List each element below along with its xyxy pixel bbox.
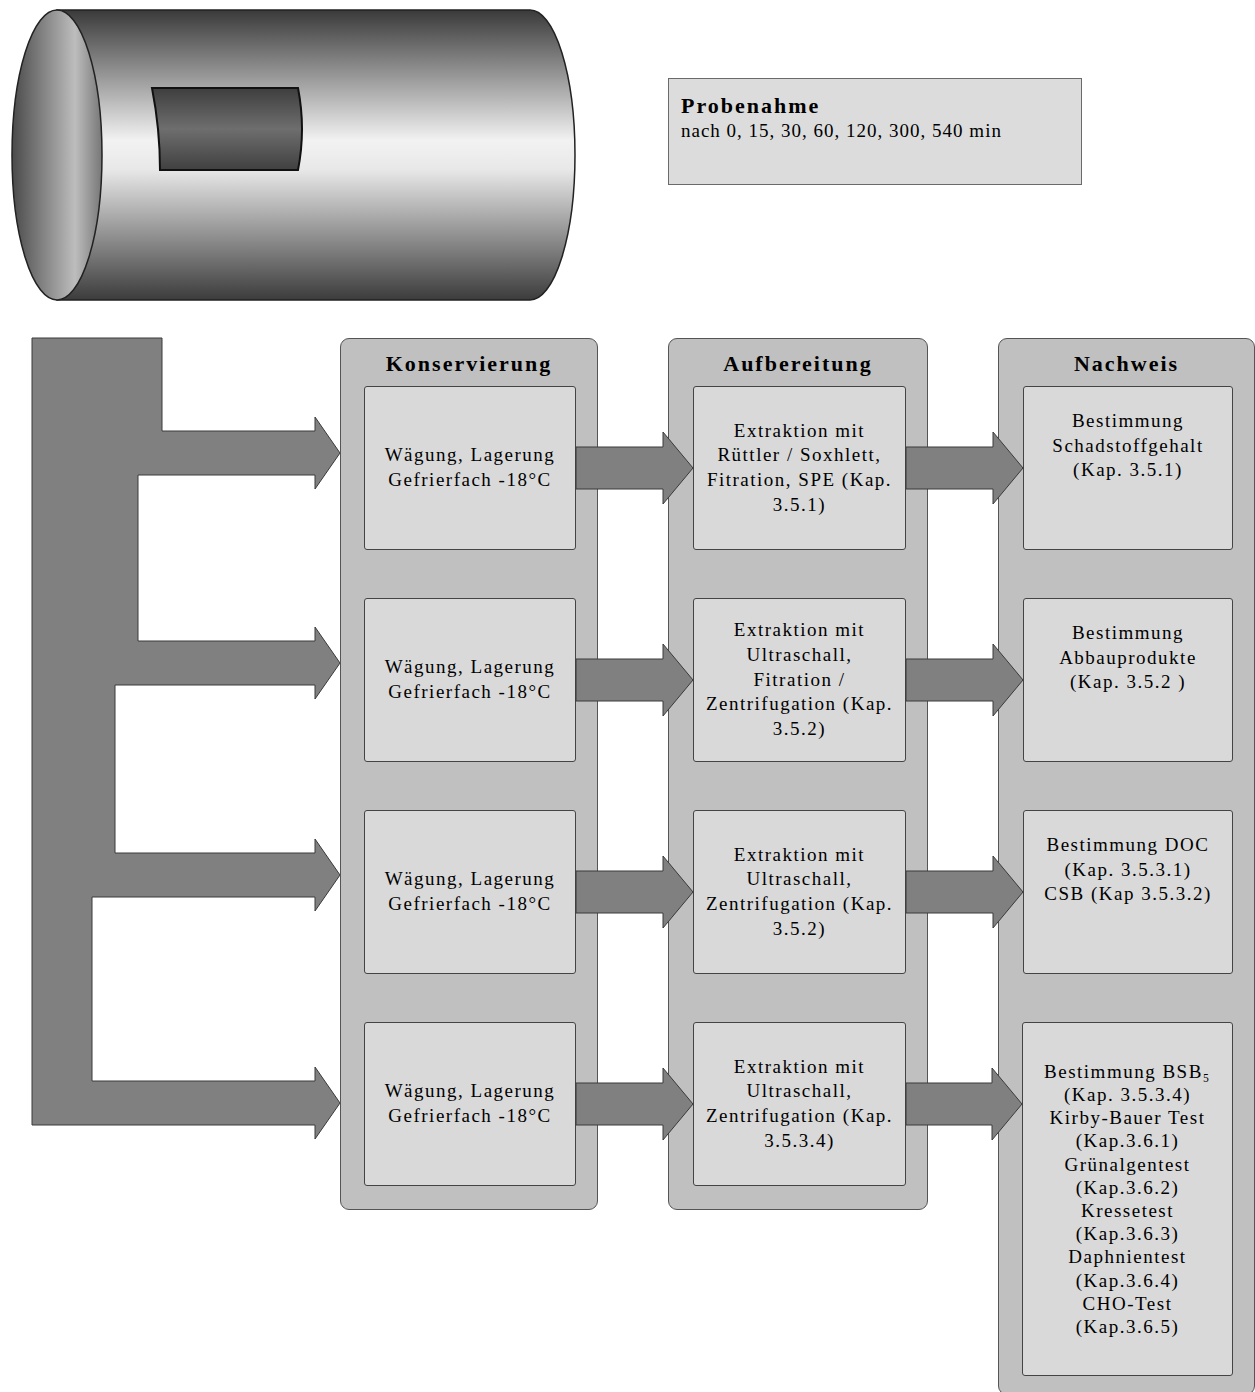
box-text: Bestimmung Schadstoffgehalt (Kap. 3.5.1) [1034, 409, 1222, 483]
box-text: Extraktion mit Ultraschall, Zentrifugati… [704, 1055, 895, 1154]
box-text: CSB (Kap 3.5.3.2) [1034, 882, 1222, 907]
process-box: Wägung, Lagerung Gefrierfach -18°C [364, 598, 576, 762]
box-text: Wägung, Lagerung Gefrierfach -18°C [375, 1079, 565, 1128]
box-text: Kressetest (Kap.3.6.3) [1033, 1199, 1222, 1245]
process-box: Wägung, Lagerung Gefrierfach -18°C [364, 810, 576, 974]
panel-heading: Nachweis [999, 339, 1254, 377]
box-text: Wägung, Lagerung Gefrierfach -18°C [375, 655, 565, 704]
stage-panel: NachweisBestimmung Schadstoffgehalt (Kap… [998, 338, 1255, 1392]
block-arrow [906, 1068, 1022, 1140]
process-box: Extraktion mit Ultraschall, Fitration / … [693, 598, 906, 762]
process-box: Extraktion mit Rüttler / Soxhlett, Fitra… [693, 386, 906, 550]
box-text: Bestimmung DOC (Kap. 3.5.3.1) [1034, 833, 1222, 882]
stage-panel: AufbereitungExtraktion mit Rüttler / Sox… [668, 338, 928, 1210]
block-arrow [906, 856, 1023, 928]
analysis-box: Bestimmung DOC (Kap. 3.5.3.1)CSB (Kap 3.… [1023, 810, 1233, 974]
box-text: nach 0, 15, 30, 60, 120, 300, 540 min [681, 119, 1069, 144]
process-box: Extraktion mit Ultraschall, Zentrifugati… [693, 1022, 906, 1186]
box-text: Wägung, Lagerung Gefrierfach -18°C [375, 443, 565, 492]
box-text: Bestimmung Abbauprodukte (Kap. 3.5.2 ) [1034, 621, 1222, 695]
panel-heading: Konservierung [341, 339, 597, 377]
block-arrow [576, 644, 693, 716]
box-text: Bestimmung BSB₅ (Kap. 3.5.3.4) [1033, 1060, 1222, 1106]
drum [12, 10, 575, 300]
analysis-box: Bestimmung BSB₅ (Kap. 3.5.3.4)Kirby-Baue… [1022, 1022, 1233, 1376]
box-text: Kirby-Bauer Test (Kap.3.6.1) [1033, 1106, 1222, 1152]
block-arrow [576, 432, 693, 504]
box-heading: Probenahme [681, 93, 1069, 119]
sampling-box: Probenahmenach 0, 15, 30, 60, 120, 300, … [668, 78, 1082, 185]
stage-panel: KonservierungWägung, Lagerung Gefrierfac… [340, 338, 598, 1210]
process-box: Wägung, Lagerung Gefrierfach -18°C [364, 386, 576, 550]
box-text: Extraktion mit Ultraschall, Zentrifugati… [704, 843, 895, 942]
branch-arrow [32, 338, 340, 1139]
box-text: Wägung, Lagerung Gefrierfach -18°C [375, 867, 565, 916]
panel-heading: Aufbereitung [669, 339, 927, 377]
block-arrow [576, 856, 693, 928]
box-text: Daphnientest (Kap.3.6.4) [1033, 1245, 1222, 1291]
box-text: Extraktion mit Rüttler / Soxhlett, Fitra… [704, 419, 895, 518]
block-arrow [906, 432, 1023, 504]
process-box: Extraktion mit Ultraschall, Zentrifugati… [693, 810, 906, 974]
process-box: Wägung, Lagerung Gefrierfach -18°C [364, 1022, 576, 1186]
box-text: CHO-Test (Kap.3.6.5) [1033, 1292, 1222, 1338]
analysis-box: Bestimmung Schadstoffgehalt (Kap. 3.5.1) [1023, 386, 1233, 550]
block-arrow [906, 644, 1023, 716]
box-text: Grünalgentest (Kap.3.6.2) [1033, 1153, 1222, 1199]
analysis-box: Bestimmung Abbauprodukte (Kap. 3.5.2 ) [1023, 598, 1233, 762]
block-arrow [576, 1068, 693, 1140]
box-text: Extraktion mit Ultraschall, Fitration / … [704, 618, 895, 741]
